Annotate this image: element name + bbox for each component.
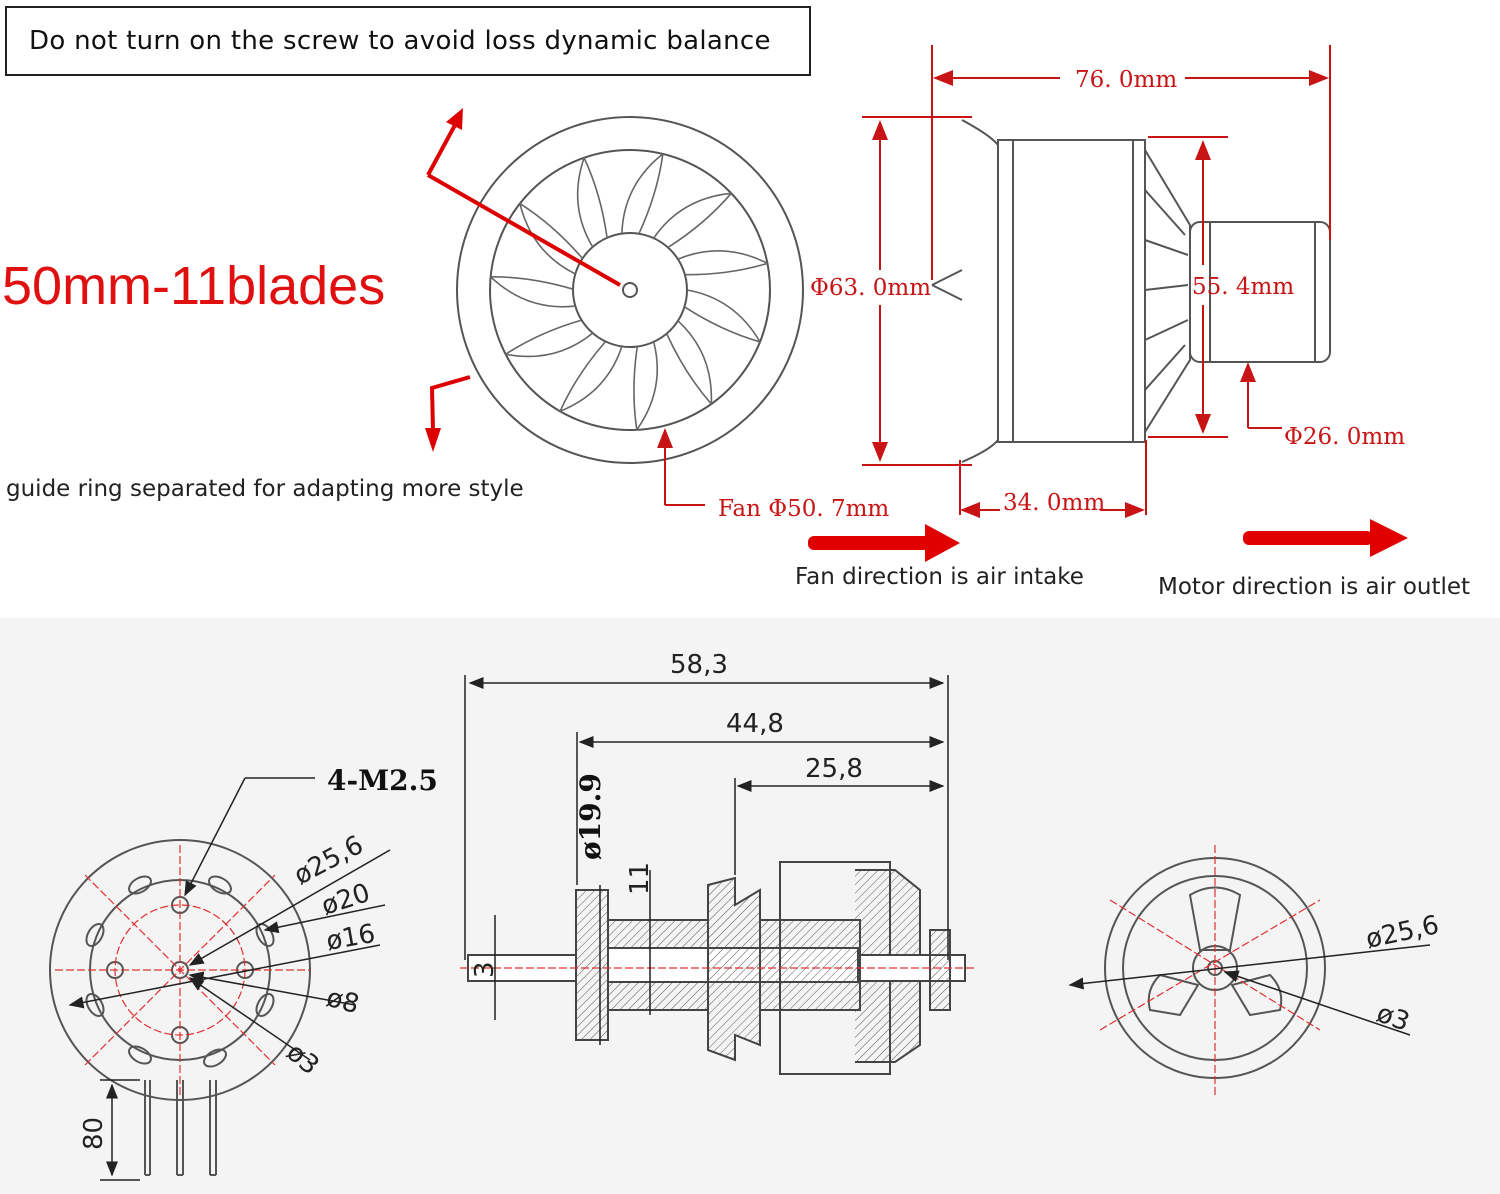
motor-front-view — [49, 839, 311, 1176]
fan-blade — [505, 332, 594, 358]
stator-cone — [1144, 149, 1191, 433]
motor-diameter-label: Φ26. 0mm — [1284, 424, 1405, 450]
fan-hub — [572, 232, 688, 348]
duct-rear-flange — [1132, 139, 1146, 443]
length-448-label: 44,8 — [726, 709, 784, 739]
fan-blade — [636, 341, 659, 431]
duct-body — [1012, 139, 1134, 443]
length-583-label: 58,3 — [670, 650, 728, 680]
outlet-arrow-head — [1370, 519, 1408, 557]
overall-length-label: 76. 0mm — [1075, 67, 1177, 93]
fan-blade — [519, 203, 576, 275]
fan-blade — [677, 250, 768, 265]
fan-direction-caption: Fan direction is air intake — [795, 564, 1084, 590]
fan-blade-edge — [583, 157, 608, 238]
duct-inner-ring — [489, 149, 771, 431]
fan-blade-edge — [633, 346, 639, 430]
inner-diameter-label: 55. 4mm — [1192, 274, 1294, 300]
fan-blade — [677, 320, 713, 405]
length-258-label: 25,8 — [805, 754, 863, 784]
fan-blade-edge — [684, 306, 761, 343]
outlet-arrow-shaft — [1243, 531, 1373, 545]
d11-label: 11 — [625, 862, 655, 895]
fan-blade — [686, 289, 761, 343]
fan-front-view — [456, 116, 804, 464]
intake-lip — [961, 119, 999, 463]
duct-length-label: 34. 0mm — [1003, 490, 1105, 516]
duct-outer-ring — [456, 116, 804, 464]
fan-blade-edge — [519, 202, 584, 260]
outer-diameter-label: Φ63. 0mm — [810, 275, 931, 301]
front-flange — [575, 889, 609, 1041]
fan-blades — [490, 153, 768, 431]
stator-core — [759, 919, 861, 1011]
stator-mount — [707, 876, 761, 1062]
fan-blade — [653, 192, 732, 239]
fan-diameter-label: Fan Φ50. 7mm — [718, 496, 889, 522]
d8-label: ø8 — [323, 983, 362, 1020]
hub-screw — [622, 282, 638, 298]
d199-label: ø19.9 — [574, 773, 607, 860]
warning-notice-text: Do not turn on the screw to avoid loss d… — [29, 26, 771, 56]
fan-blade-edge — [684, 262, 768, 276]
intake-arrow-head — [925, 524, 960, 562]
ducted-fan-drawing-panel — [0, 0, 1500, 618]
shaft3-label: 3 — [470, 961, 500, 978]
d16-label: ø16 — [324, 919, 377, 957]
fan-blade — [559, 346, 623, 413]
fan-blade — [576, 157, 594, 248]
model-title: 50mm-11blades — [2, 256, 386, 316]
warning-notice-box: Do not turn on the screw to avoid loss d… — [5, 6, 811, 76]
fan-blade — [621, 153, 664, 234]
wire-length-label: 80 — [79, 1117, 109, 1150]
fan-blade-edge — [667, 192, 732, 249]
duct-front-flange — [997, 139, 1014, 443]
fan-blade-edge — [559, 340, 607, 412]
screw-spec-label: 4-M2.5 — [327, 764, 438, 797]
rear-d3-label: ø3 — [1373, 998, 1414, 1037]
intake-arrow-shaft — [808, 536, 930, 550]
fan-blade-edge — [490, 276, 574, 290]
fan-blade — [490, 276, 576, 308]
rotation-arrows — [425, 108, 621, 452]
rear-nut — [929, 929, 951, 1011]
fan-blade-edge — [638, 153, 664, 235]
fan-blade-edge — [505, 319, 582, 355]
airflow-arrows — [808, 519, 1408, 562]
motor-direction-caption: Motor direction is air outlet — [1158, 574, 1471, 600]
motor-can — [1189, 221, 1331, 363]
fan-blade-edge — [665, 333, 712, 405]
guide-ring-caption: guide ring separated for adapting more s… — [6, 476, 524, 502]
d20-label: ø20 — [318, 878, 374, 922]
fan-side-view — [931, 119, 1331, 463]
motor-rear-view — [1099, 845, 1326, 1095]
